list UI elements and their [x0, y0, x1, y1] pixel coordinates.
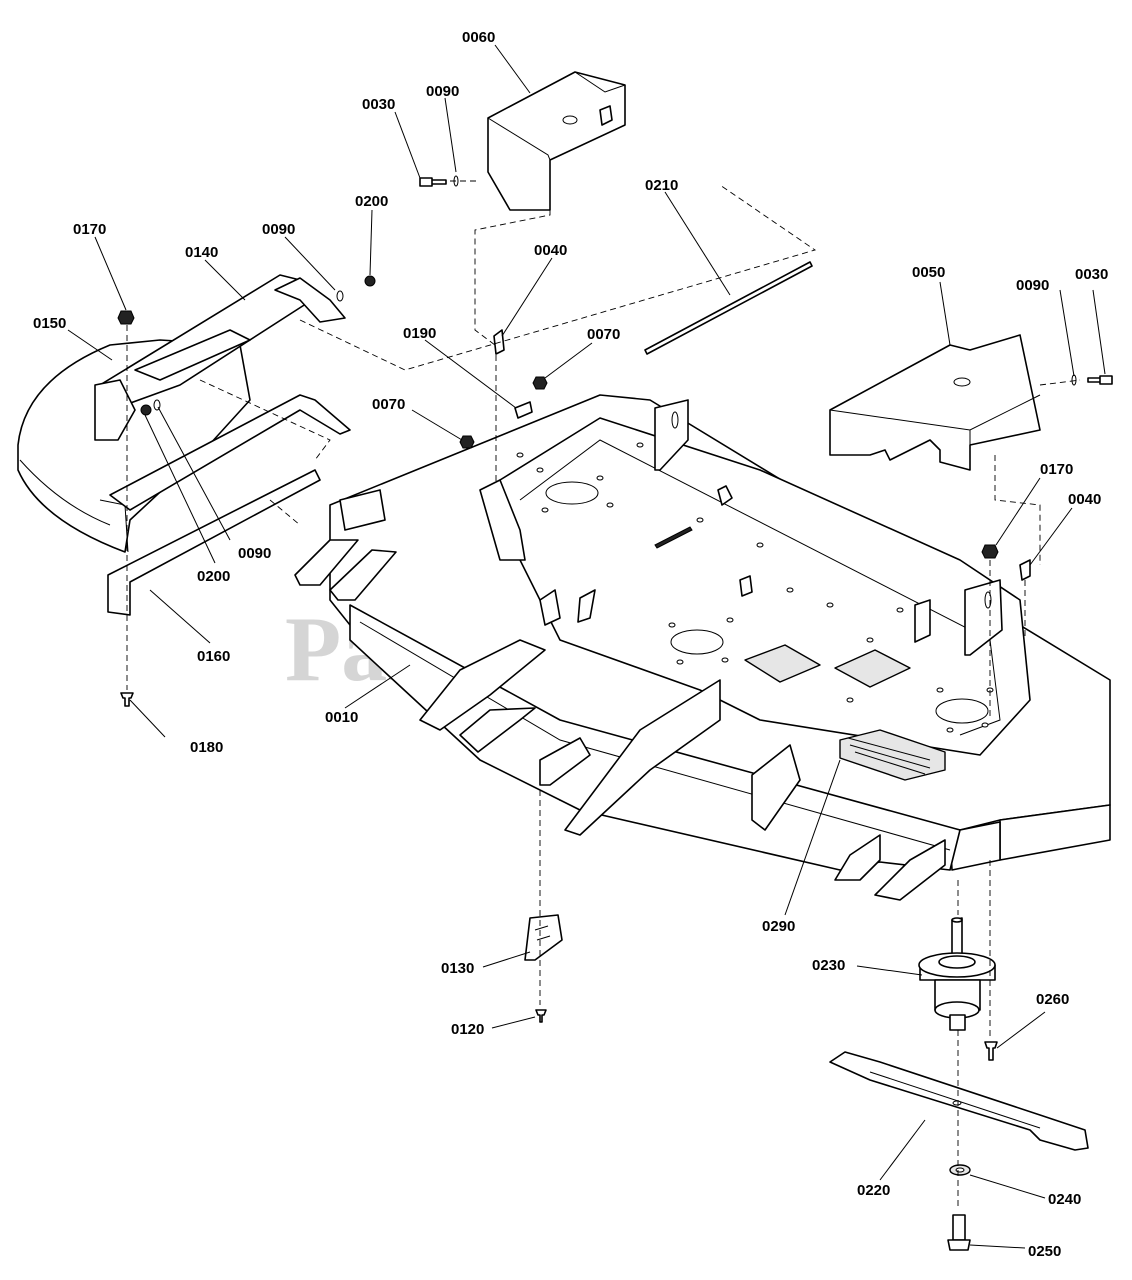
bolt-0030-right	[1087, 375, 1113, 385]
callout-0190: 0190	[403, 325, 436, 342]
deflector-strap-0160	[107, 469, 321, 616]
callout-0170-right: 0170	[1040, 461, 1073, 478]
nut-0200-left	[140, 404, 152, 416]
callout-0130: 0130	[441, 960, 474, 977]
callout-0170-left: 0170	[73, 221, 106, 238]
callout-0260: 0260	[1036, 991, 1069, 1008]
callout-0120: 0120	[451, 1021, 484, 1038]
bolt-0120	[535, 1009, 547, 1023]
callout-0290: 0290	[762, 918, 795, 935]
callout-0250: 0250	[1028, 1243, 1061, 1260]
nut-0070-lower	[459, 435, 475, 449]
nut-0070-upper	[532, 376, 548, 390]
spindle-assembly-0230	[918, 917, 996, 1031]
belt-cover-0060	[487, 71, 626, 211]
nut-0170-right	[981, 544, 999, 559]
nut-0200-top	[364, 275, 376, 287]
bolt-0260	[984, 1041, 998, 1061]
bolt-0030-top	[419, 177, 447, 187]
callout-0090-lower-left: 0090	[238, 545, 271, 562]
spring-0190	[514, 401, 533, 419]
clip-0040-center	[493, 329, 505, 355]
callout-0050: 0050	[912, 264, 945, 281]
callout-0010: 0010	[325, 709, 358, 726]
rod-0210	[644, 261, 813, 355]
bolt-0180	[120, 692, 134, 707]
mower-deck-0010	[294, 394, 1111, 901]
discharge-deflector-0150	[17, 339, 251, 553]
callout-0200-top: 0200	[355, 193, 388, 210]
callout-0090-upper-left: 0090	[262, 221, 295, 238]
callout-0090-right: 0090	[1016, 277, 1049, 294]
callout-0040-right: 0040	[1068, 491, 1101, 508]
callout-0140: 0140	[185, 244, 218, 261]
callout-0180: 0180	[190, 739, 223, 756]
callout-0160: 0160	[197, 648, 230, 665]
nut-0170-left	[117, 310, 135, 325]
callout-0200-left: 0200	[197, 568, 230, 585]
callout-0210: 0210	[645, 177, 678, 194]
callout-0040-center: 0040	[534, 242, 567, 259]
callout-0030-top: 0030	[362, 96, 395, 113]
callout-0150: 0150	[33, 315, 66, 332]
callout-0230: 0230	[812, 957, 845, 974]
clip-0040-right	[1019, 559, 1031, 581]
callout-0240: 0240	[1048, 1191, 1081, 1208]
callout-0070-upper: 0070	[587, 326, 620, 343]
belt-cover-0050	[829, 334, 1041, 471]
bolt-0250	[952, 1214, 966, 1241]
callout-0090-top: 0090	[426, 83, 459, 100]
callout-0220: 0220	[857, 1182, 890, 1199]
callout-labels: 0060 0030 0090 0210 0200 0170 0140 0090 …	[33, 29, 1108, 1260]
alignment-lines	[126, 160, 1081, 1210]
leader-lines	[67, 44, 1106, 1249]
callout-0030-right: 0030	[1075, 266, 1108, 283]
callout-0070-lower: 0070	[372, 396, 405, 413]
callout-0060: 0060	[462, 29, 495, 46]
